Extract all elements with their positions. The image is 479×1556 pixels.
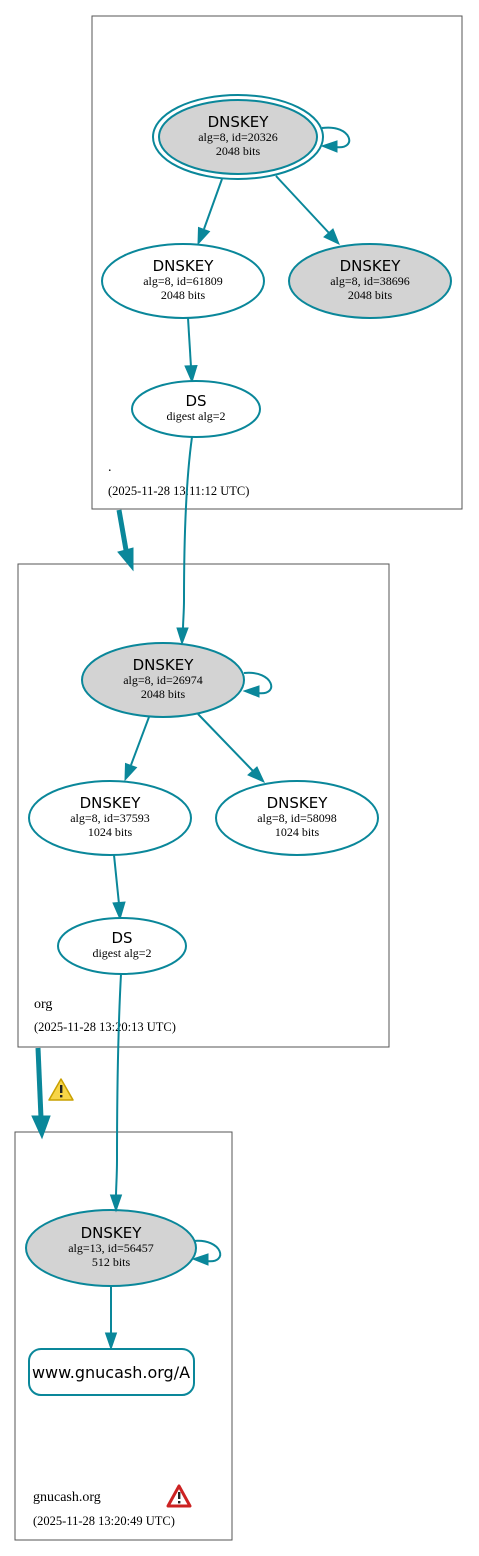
node-org-ds: DS digest alg=2 (57, 917, 187, 975)
node-org-dnskey-37593: DNSKEY alg=8, id=37593 1024 bits (28, 780, 192, 856)
node-bits: 1024 bits (88, 825, 133, 839)
node-title: DNSKEY (153, 257, 215, 275)
edge-gnucash-ksk-self-arrow (191, 1253, 209, 1266)
node-detail: alg=8, id=61809 (143, 274, 223, 288)
rrset-label: www.gnucash.org/A (32, 1363, 190, 1382)
node-bits: 2048 bits (216, 144, 261, 158)
node-gnucash-dnskey-56457-shape (25, 1209, 197, 1287)
node-detail: digest alg=2 (92, 946, 151, 960)
node-root-ds-shape (131, 380, 261, 438)
node-root-dnskey-20326-outer-ring (152, 94, 324, 180)
edge-org-ksk-self-arrow (242, 685, 260, 698)
node-rrset-www-gnucash-org-a: www.gnucash.org/A (28, 1348, 195, 1396)
node-root-dnskey-61809-shape (101, 243, 265, 319)
node-org-dnskey-26974-shape (81, 642, 245, 718)
delegation-org-to-gnucash (35, 1047, 44, 1119)
edge-root-zsk-to-ds-arrow (184, 364, 198, 384)
node-bits: 2048 bits (161, 288, 206, 302)
node-detail: alg=8, id=38696 (330, 274, 410, 288)
node-gnucash-dnskey-56457: DNSKEY alg=13, id=56457 512 bits (25, 1209, 197, 1287)
node-root-dnskey-20326: DNSKEY alg=8, id=20326 2048 bits (152, 94, 324, 180)
edge-org-ds-to-gnucash-ksk (115, 973, 122, 1197)
edge-org-ksk-to-zsk2-arrow (247, 766, 266, 783)
node-root-dnskey-20326-shape (158, 99, 318, 175)
edge-root-ds-to-org-ksk (182, 436, 193, 630)
edge-gnucash-ksk-to-rrset-arrow (104, 1332, 118, 1351)
node-root-ds: DS digest alg=2 (131, 380, 261, 438)
zone-gnucash-org-box (14, 1131, 233, 1541)
node-detail: digest alg=2 (166, 409, 225, 423)
node-bits: 2048 bits (141, 687, 186, 701)
edge-root-ksk-to-ksk2 (275, 175, 330, 234)
zone-timestamp: (2025-11-28 13:20:13 UTC) (34, 1020, 176, 1034)
node-bits: 2048 bits (348, 288, 393, 302)
edge-org-zsk-to-ds (113, 854, 120, 905)
node-detail: alg=8, id=58098 (257, 811, 337, 825)
zone-timestamp: (2025-11-28 13:11:12 UTC) (108, 484, 249, 498)
node-title: DS (185, 392, 206, 410)
edge-root-ksk-to-zsk (203, 178, 223, 230)
rrset-box (28, 1348, 195, 1396)
edge-org-ksk-to-zsk2 (197, 713, 254, 772)
edge-root-ksk-self-arrow (320, 140, 338, 153)
node-org-dnskey-58098-shape (215, 780, 379, 856)
warning-triangle-icon (48, 1078, 74, 1101)
edge-gnucash-ksk-self (192, 1239, 222, 1263)
edge-org-ds-to-gnucash-ksk-arrow (109, 1194, 123, 1213)
node-title: DNSKEY (208, 113, 270, 131)
node-title: DNSKEY (267, 794, 329, 812)
edge-root-zsk-to-ds (187, 317, 192, 368)
node-root-dnskey-61809: DNSKEY alg=8, id=61809 2048 bits (101, 243, 265, 319)
node-title: DNSKEY (81, 1224, 143, 1242)
zone-timestamp: (2025-11-28 13:20:49 UTC) (33, 1514, 175, 1528)
delegation-root-to-org-arrow (117, 547, 134, 572)
node-bits: 512 bits (92, 1255, 131, 1269)
edge-org-ksk-to-zsk-arrow (124, 762, 138, 782)
error-triangle-icon (166, 1484, 192, 1508)
node-org-dnskey-26974: DNSKEY alg=8, id=26974 2048 bits (81, 642, 245, 718)
node-root-dnskey-38696: DNSKEY alg=8, id=38696 2048 bits (288, 243, 452, 319)
edge-root-ds-to-org-ksk-arrow (176, 627, 189, 646)
zone-name: org (34, 997, 52, 1012)
edge-org-zsk-to-ds-arrow (112, 901, 126, 921)
zone-name: gnucash.org (33, 1490, 101, 1505)
edge-root-ksk-to-zsk-arrow (197, 226, 211, 246)
zone-root: DNSKEY alg=8, id=20326 2048 bits DNSKEY … (91, 15, 463, 510)
edge-root-ksk-self (321, 126, 351, 149)
node-org-ds-shape (57, 917, 187, 975)
node-detail: alg=8, id=20326 (198, 130, 278, 144)
edge-root-ksk-to-ksk2-arrow (323, 228, 340, 245)
node-title: DS (111, 929, 132, 947)
node-title: DNSKEY (340, 257, 402, 275)
zone-gnucash-org: DNSKEY alg=13, id=56457 512 bits www.gnu… (14, 1131, 233, 1541)
node-org-dnskey-58098: DNSKEY alg=8, id=58098 1024 bits (215, 780, 379, 856)
delegation-org-to-gnucash-arrow (31, 1115, 51, 1140)
node-title: DNSKEY (133, 656, 195, 674)
node-title: DNSKEY (80, 794, 142, 812)
edge-org-ksk-self (243, 671, 273, 695)
node-detail: alg=13, id=56457 (68, 1241, 154, 1255)
zone-org: DNSKEY alg=8, id=26974 2048 bits DNSKEY … (17, 563, 390, 1048)
node-root-dnskey-38696-shape (288, 243, 452, 319)
node-org-dnskey-37593-shape (28, 780, 192, 856)
node-bits: 1024 bits (275, 825, 320, 839)
edge-org-ksk-to-zsk (130, 716, 150, 766)
zone-name: . (108, 460, 112, 475)
node-detail: alg=8, id=37593 (70, 811, 150, 825)
delegation-root-to-org (116, 509, 129, 551)
node-detail: alg=8, id=26974 (123, 673, 203, 687)
